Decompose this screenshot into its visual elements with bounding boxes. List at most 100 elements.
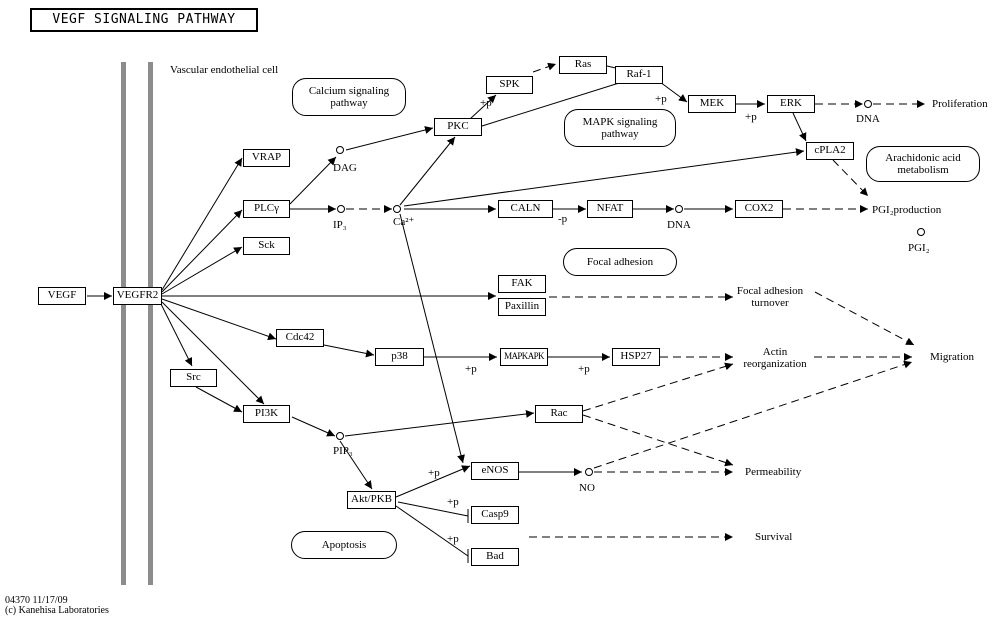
node-cpla2[interactable]: cPLA2 — [806, 142, 854, 160]
edge-raf1-mek — [659, 81, 688, 103]
node-vrap[interactable]: VRAP — [243, 149, 290, 167]
edge-vegfr2-vrap — [161, 157, 243, 291]
node-pkc[interactable]: PKC — [434, 118, 482, 136]
edge-pi3k-pip3 — [291, 416, 336, 437]
edge-erk-cpla2 — [792, 112, 807, 142]
edge-no-migration — [593, 360, 913, 469]
modifier-m-nfat: -p — [558, 213, 568, 225]
map-focal-adhesion[interactable]: Focal adhesion — [563, 248, 677, 276]
footer-id-date: 04370 11/17/09 — [5, 595, 68, 606]
compound-pip3-circle[interactable] — [336, 432, 344, 440]
node-src[interactable]: Src — [170, 369, 217, 387]
node-caln[interactable]: CALN — [498, 200, 553, 218]
node-paxillin[interactable]: Paxillin — [498, 298, 546, 316]
footer-copyright: (c) Kanehisa Laboratories — [5, 605, 109, 616]
compound-dag-circle[interactable] — [336, 146, 344, 154]
node-akt-pkb[interactable]: Akt/PKB — [347, 491, 396, 509]
edge-ca-enos — [399, 213, 465, 464]
edge-spk-ras — [532, 62, 557, 73]
edge-vegfr2-plcg — [161, 209, 243, 293]
node-erk[interactable]: ERK — [767, 95, 815, 113]
edge-akt-enos — [395, 465, 471, 498]
membrane-line-outer — [121, 62, 126, 585]
node-vegfr2[interactable]: VEGFR2 — [113, 287, 162, 305]
compound-pip3-label: PIP₃ — [333, 445, 353, 457]
edge-akt-bad — [395, 505, 469, 557]
edge-rac-permeability — [582, 414, 734, 467]
compound-ca-circle[interactable] — [393, 205, 401, 213]
node-bad[interactable]: Bad — [471, 548, 519, 566]
edge-ca-cpla2 — [403, 148, 805, 207]
modifier-p-enos: +p — [428, 467, 440, 479]
node-vegf[interactable]: VEGF — [38, 287, 86, 305]
edge-vegfr2-pi3k — [161, 301, 265, 405]
outcome-pgi2production: PGI₂production — [872, 204, 942, 216]
map-apoptosis[interactable]: Apoptosis — [291, 531, 397, 559]
compound-ip3-circle[interactable] — [337, 205, 345, 213]
node-cox2[interactable]: COX2 — [735, 200, 783, 218]
compound-pgi2-circle[interactable] — [917, 228, 925, 236]
edge-cpla2-pgi2production — [832, 159, 869, 197]
modifier-p-mapkapk: +p — [465, 363, 477, 375]
node-ras[interactable]: Ras — [559, 56, 607, 74]
node-plcg[interactable]: PLCγ — [243, 200, 290, 218]
compound-no-circle[interactable] — [585, 468, 593, 476]
outcome-migration: Migration — [930, 351, 974, 363]
compound-dag-label: DAG — [333, 162, 357, 174]
compound-no-label: NO — [579, 482, 595, 494]
diagram-title: VEGF SIGNALING PATHWAY — [30, 8, 258, 32]
node-fak[interactable]: FAK — [498, 275, 546, 293]
modifier-p-spk: +p — [480, 97, 492, 109]
node-enos[interactable]: eNOS — [471, 462, 519, 480]
edge-cdc42-p38 — [323, 344, 375, 358]
edge-src-pi3k — [195, 386, 243, 413]
edge-rac-actin — [582, 362, 734, 412]
edge-plcg-dag — [289, 156, 337, 205]
node-spk[interactable]: SPK — [486, 76, 533, 94]
compound-dna-mid-circle[interactable] — [675, 205, 683, 213]
edge-dag-pkc — [345, 126, 434, 151]
compound-dna-top-label: DNA — [856, 113, 880, 125]
compound-ca-label: Ca²⁺ — [393, 216, 415, 228]
outcome-proliferation: Proliferation — [932, 98, 988, 110]
node-pi3k[interactable]: PI3K — [243, 405, 290, 423]
modifier-p-mek: +p — [655, 93, 667, 105]
modifier-p-bad: +p — [447, 533, 459, 545]
map-arachidonic-acid[interactable]: Arachidonic acid metabolism — [866, 146, 980, 182]
compound-ip3-label: IP₃ — [333, 219, 347, 231]
cell-label: Vascular endothelial cell — [170, 64, 279, 76]
edge-pkc-raf1 — [481, 76, 636, 127]
edge-pip3-rac — [344, 409, 535, 437]
edge-akt-casp9 — [397, 501, 469, 517]
edge-ca-pkc — [399, 136, 456, 206]
edge-vegfr2-sck — [161, 246, 243, 295]
map-calcium-signaling[interactable]: Calcium signaling pathway — [292, 78, 406, 116]
node-sck[interactable]: Sck — [243, 237, 290, 255]
modifier-p-hsp27: +p — [578, 363, 590, 375]
node-hsp27[interactable]: HSP27 — [612, 348, 660, 366]
node-mapkapk[interactable]: MAPKAPK — [500, 348, 548, 366]
outcome-actin-reorganization: Actin reorganization — [743, 346, 807, 370]
map-mapk-signaling[interactable]: MAPK signaling pathway — [564, 109, 676, 147]
modifier-p-casp9: +p — [447, 496, 459, 508]
node-raf1[interactable]: Raf-1 — [615, 66, 663, 84]
edge-pkc-spk — [469, 94, 497, 120]
edge-vegfr2-cdc42 — [161, 298, 277, 341]
edge-pip3-akt — [339, 440, 373, 490]
modifier-p-erk: +p — [745, 111, 757, 123]
compound-pgi2-label: PGI₂ — [908, 242, 930, 254]
outcome-focal-adhesion-turnover: Focal adhesion turnover — [736, 285, 804, 309]
outcome-survival: Survival — [755, 531, 793, 543]
node-rac[interactable]: Rac — [535, 405, 583, 423]
compound-dna-top-circle[interactable] — [864, 100, 872, 108]
node-p38[interactable]: p38 — [375, 348, 424, 366]
node-nfat[interactable]: NFAT — [587, 200, 633, 218]
edge-vegfr2-src — [159, 301, 193, 367]
node-casp9[interactable]: Casp9 — [471, 506, 519, 524]
node-cdc42[interactable]: Cdc42 — [276, 329, 324, 347]
compound-dna-mid-label: DNA — [667, 219, 691, 231]
membrane-line-inner — [148, 62, 153, 585]
outcome-permeability: Permeability — [745, 466, 802, 478]
node-mek[interactable]: MEK — [688, 95, 736, 113]
